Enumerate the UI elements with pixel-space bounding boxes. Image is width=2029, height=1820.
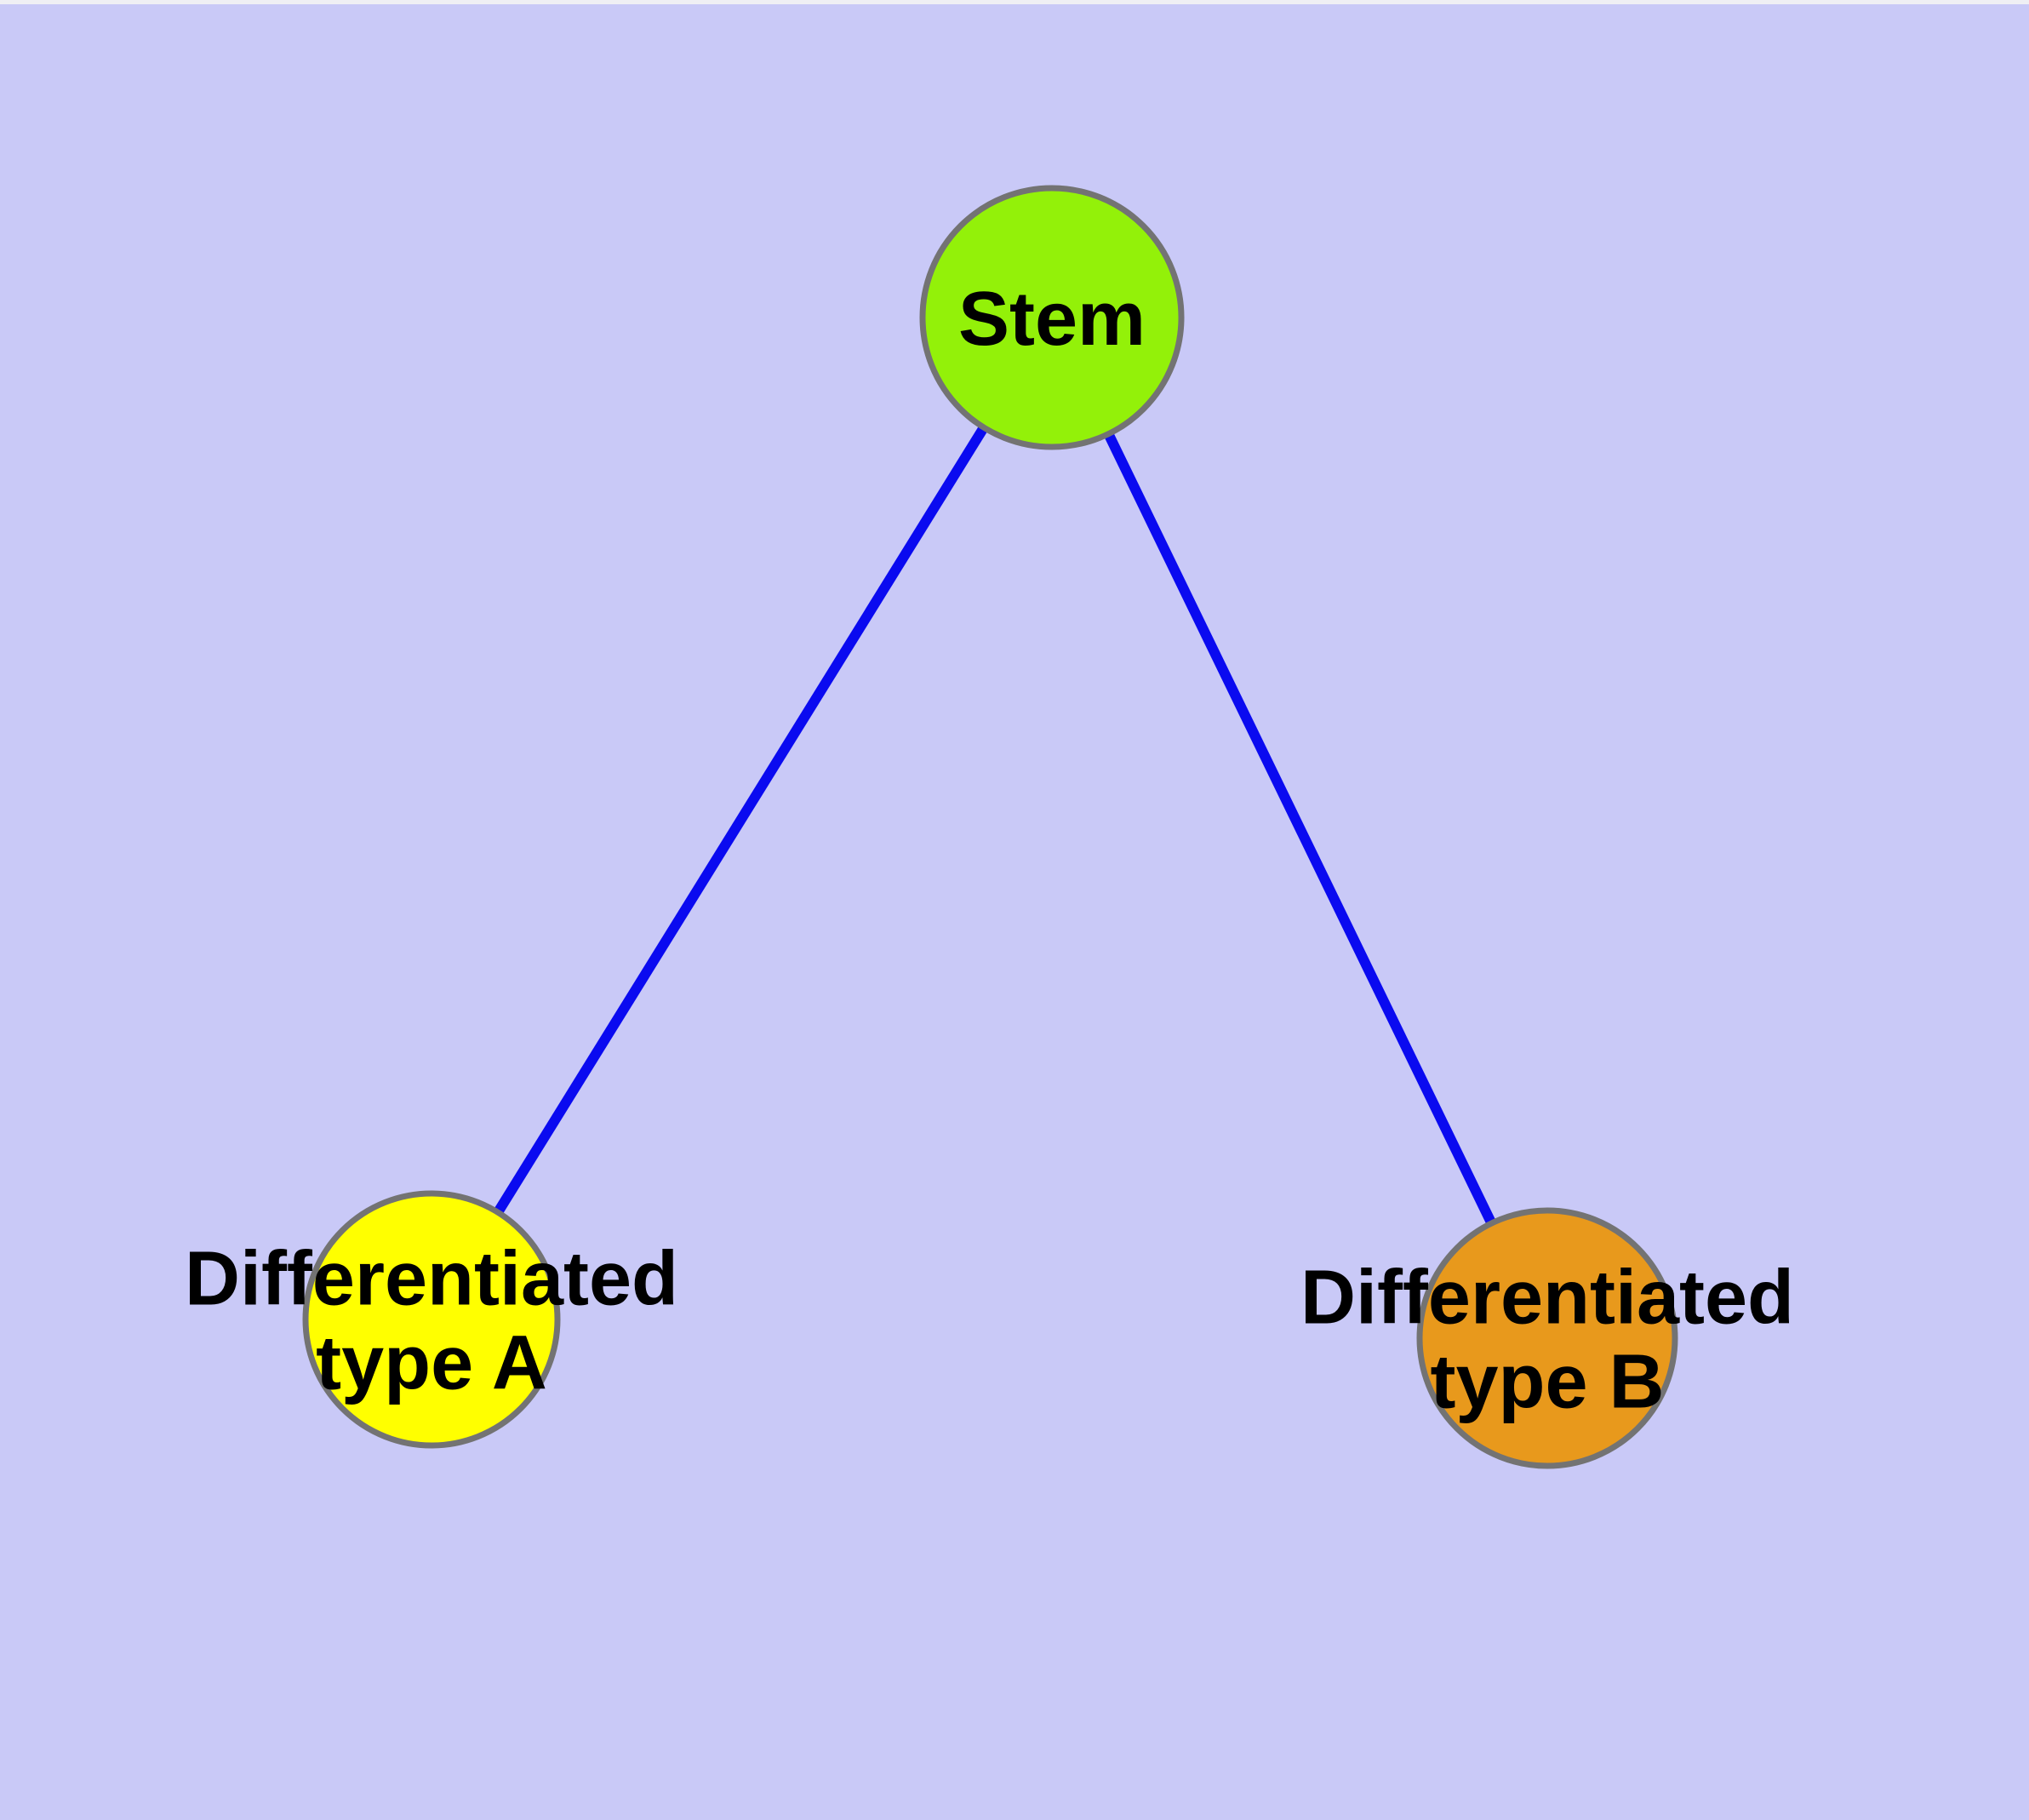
edge-stem-to-diff-a [426,314,1057,1323]
node-stem: Stem [919,185,1185,450]
node-diff-b-circle [1416,1207,1678,1469]
node-stem-circle [919,185,1185,450]
node-stem-label: Stem [958,277,1146,362]
edge-stem-to-diff-b [1047,315,1552,1341]
window-edge-strip [0,0,2029,4]
node-diff-a-circle [302,1190,561,1449]
